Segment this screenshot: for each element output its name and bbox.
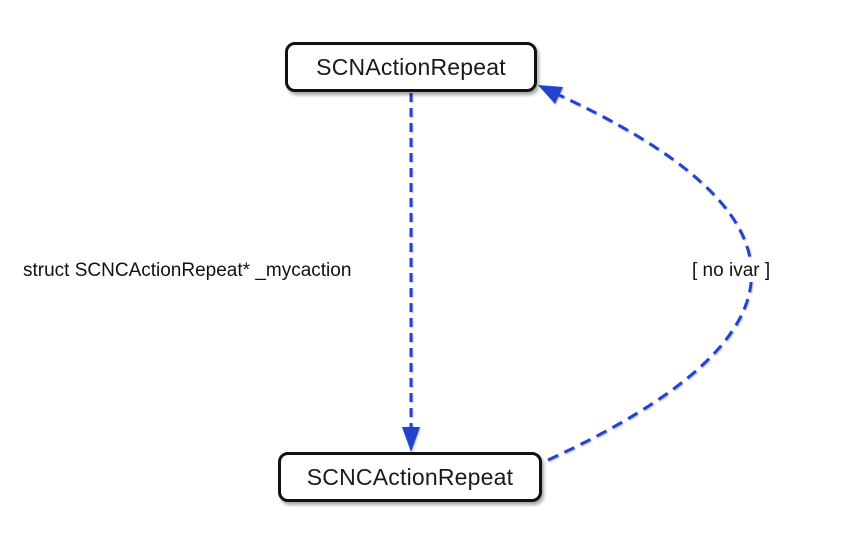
ivar-edge-arrowhead-icon [402, 427, 420, 452]
node-scnactionrepeat-label: SCNActionRepeat [316, 53, 506, 80]
no-ivar-edge-label: [ no ivar ] [688, 260, 775, 282]
back-edge-arrowhead-icon [538, 85, 563, 104]
node-scnactionrepeat[interactable]: SCNActionRepeat [285, 42, 537, 92]
node-scncactionrepeat-label: SCNCActionRepeat [306, 463, 514, 490]
node-scncactionrepeat[interactable]: SCNCActionRepeat [278, 452, 542, 502]
ivar-edge-label: struct SCNCActionRepeat* _mycaction [23, 260, 352, 281]
